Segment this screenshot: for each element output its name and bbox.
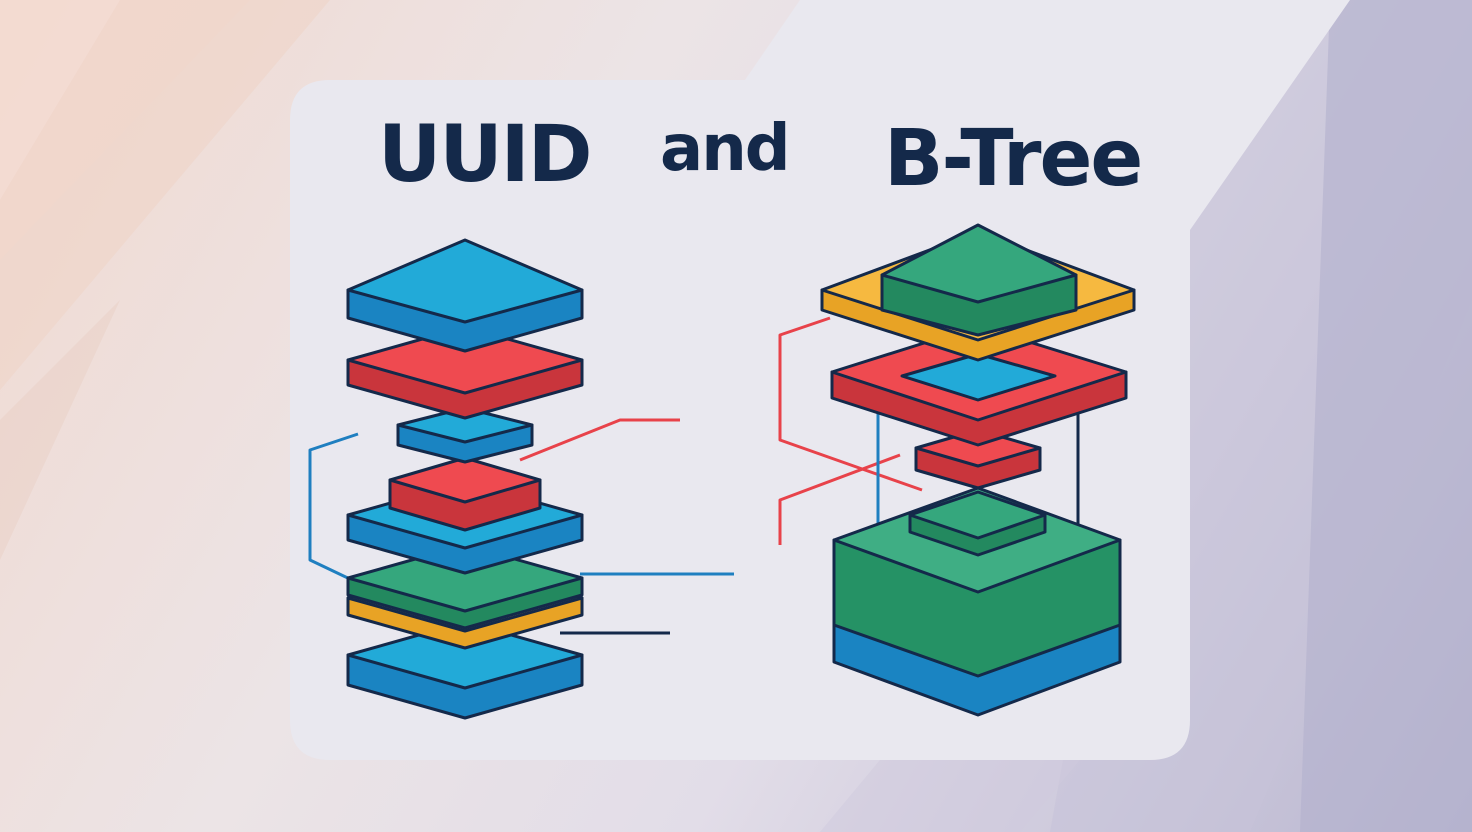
btree-node-top-green [880, 223, 1078, 337]
connector-blue-left [308, 432, 359, 582]
uuid-layer-top-blue [346, 238, 584, 353]
btree-stack [778, 223, 1136, 717]
uuid-layer-small-red [388, 456, 542, 532]
connector-red [519, 418, 680, 462]
uuid-stack [308, 238, 734, 720]
btree-inset-blue [900, 352, 1057, 402]
uuid-layer-green [346, 543, 584, 630]
title-uuid: UUID [378, 110, 592, 200]
connector-red-lower [778, 453, 901, 545]
title-btree: B-Tree [884, 114, 1143, 204]
uuid-layer-small-blue [396, 406, 534, 464]
connector-red-upper [778, 316, 923, 492]
btree-node-small-red [914, 428, 1042, 490]
btree-node-green-cap [908, 490, 1047, 557]
title-and: and [660, 112, 791, 186]
